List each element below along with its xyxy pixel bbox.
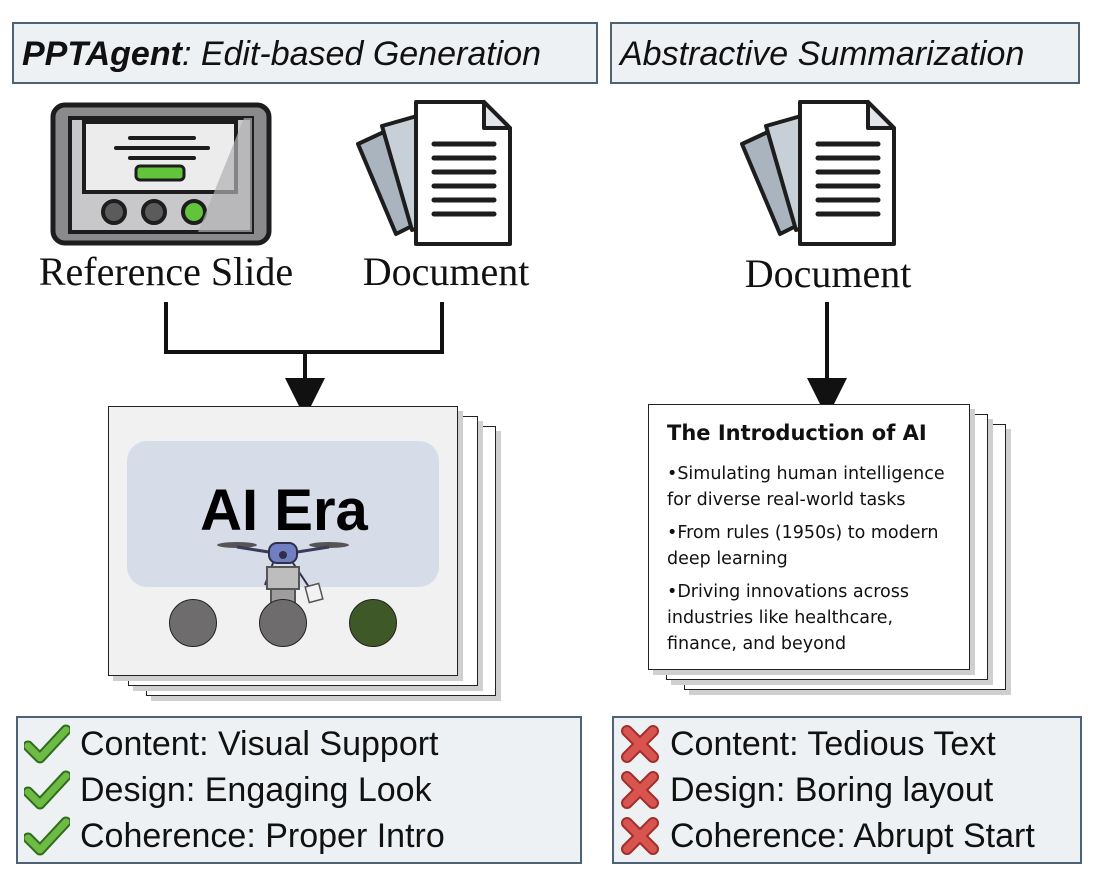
check-icon [24, 816, 70, 856]
merge-connector [164, 302, 444, 354]
right-header: Abstractive Summarization [610, 22, 1080, 84]
document-icon [356, 100, 512, 246]
evaluation-text: Design: Engaging Look [80, 770, 432, 809]
evaluation-row: Content: Tedious Text [620, 722, 996, 766]
drone-robot-image [217, 542, 349, 604]
summary-bullet: •From rules (1950s) to modern deep learn… [667, 520, 967, 572]
evaluation-text: Content: Visual Support [80, 724, 439, 763]
bullet-line: •Driving innovations across [667, 582, 909, 602]
left-header-rest: : Edit-based Generation [181, 35, 542, 73]
evaluation-row: Coherence: Abrupt Start [620, 814, 1035, 858]
document-icon [740, 100, 896, 246]
evaluation-row: Coherence: Proper Intro [24, 814, 445, 858]
bullet-line: •From rules (1950s) to modern [667, 523, 939, 543]
evaluation-text: Content: Tedious Text [670, 724, 996, 763]
left-evaluation-box: Content: Visual Support Design: Engaging… [16, 716, 582, 864]
evaluation-text: Coherence: Proper Intro [80, 816, 445, 855]
document-label-right: Document [744, 251, 912, 296]
slide-circle-3 [349, 599, 397, 647]
summary-title: The Introduction of AI [667, 421, 927, 445]
slide-title: AI Era [200, 478, 368, 543]
bullet-line: for diverse real-world tasks [667, 490, 906, 510]
right-header-text: Abstractive Summarization [620, 35, 1025, 73]
reference-slide-icon [50, 102, 272, 246]
document-label-left: Document [362, 249, 530, 294]
summary-bullet: •Driving innovations across industries l… [667, 579, 967, 657]
generated-slide: AI Era [108, 406, 458, 676]
summary-bullet: •Simulating human intelligence for diver… [667, 461, 967, 513]
evaluation-row: Content: Visual Support [24, 722, 439, 766]
evaluation-text: Design: Boring layout [670, 770, 994, 809]
evaluation-row: Design: Engaging Look [24, 768, 432, 812]
cross-icon [621, 725, 659, 763]
slide-circle-1 [169, 599, 217, 647]
evaluation-text: Coherence: Abrupt Start [670, 816, 1035, 855]
summary-slide: The Introduction of AI •Simulating human… [648, 404, 970, 670]
reference-slide-label: Reference Slide [38, 249, 294, 294]
cross-icon [621, 817, 659, 855]
bullet-line: •Simulating human intelligence [667, 464, 945, 484]
bullet-line: industries like healthcare, [667, 608, 894, 628]
bullet-line: deep learning [667, 549, 788, 569]
bullet-line: finance, and beyond [667, 634, 847, 654]
left-header-strong: PPTAgent [22, 35, 182, 73]
check-icon [24, 770, 70, 810]
check-icon [24, 724, 70, 764]
left-header: PPTAgent: Edit-based Generation [12, 22, 598, 84]
cross-icon [621, 771, 659, 809]
right-evaluation-box: Content: Tedious Text Design: Boring lay… [612, 716, 1082, 864]
slide-circle-2 [259, 599, 307, 647]
evaluation-row: Design: Boring layout [620, 768, 993, 812]
